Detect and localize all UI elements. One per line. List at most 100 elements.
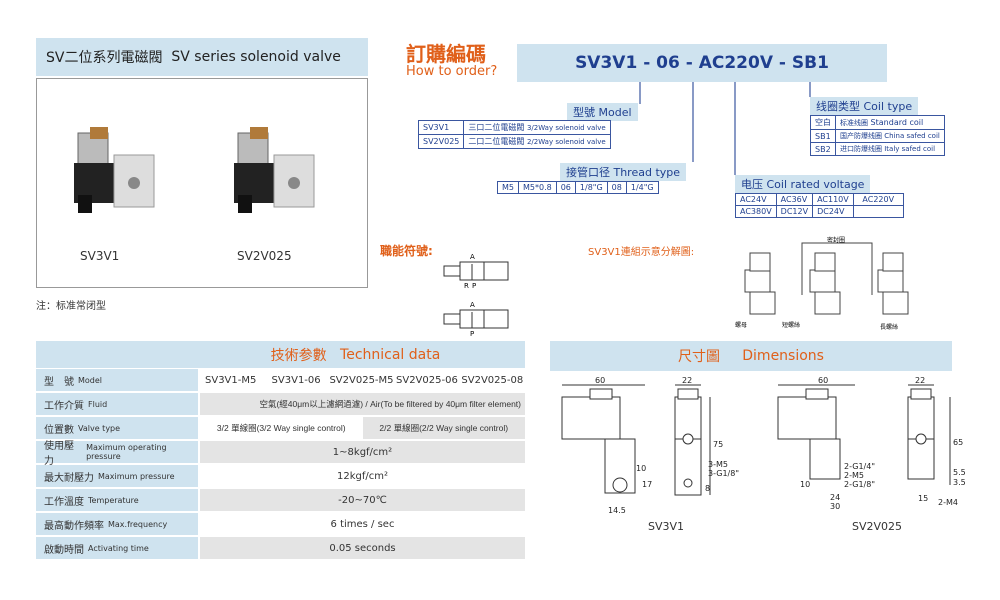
product-image-box bbox=[36, 78, 368, 288]
text-label: M5 bbox=[497, 181, 519, 194]
product-note: 注：标准常闭型 bbox=[36, 301, 106, 312]
text-label: 30 bbox=[830, 502, 840, 511]
port-label: P bbox=[470, 330, 474, 338]
text-label: 国产防爆线圈 bbox=[840, 132, 882, 140]
text-label: 空白 bbox=[810, 115, 836, 130]
text-label: 1/8"G bbox=[574, 181, 608, 194]
text-label: 3.5 bbox=[953, 478, 966, 487]
text-label: 3/2Way solenoid valve bbox=[526, 124, 606, 132]
text-label: 啟動時間 bbox=[44, 544, 84, 556]
product-header: SV二位系列電磁閥 SV series solenoid valve bbox=[36, 38, 368, 76]
text-label: SV2V025-08 bbox=[461, 374, 524, 386]
order-title-en: How to order? bbox=[406, 64, 498, 79]
text-label: 二口二位電磁閥 bbox=[468, 137, 525, 146]
text-label: Activating time bbox=[88, 543, 149, 553]
product-title-cn: SV二位系列電磁閥 bbox=[46, 50, 163, 66]
voltage-section-title: 电压 Coil rated voltage bbox=[735, 175, 871, 193]
exploded-view: 密封圈螺母 短螺絲長螺絲 bbox=[735, 236, 909, 331]
valve-photo-sv3v1 bbox=[74, 127, 155, 213]
model-label-sv3v1: SV3V1 bbox=[80, 249, 120, 263]
text-label: Max.frequency bbox=[108, 519, 168, 529]
text-label: 空氣(經40μm以上濾網過濾) / Air(To be filtered by … bbox=[200, 393, 525, 415]
text-label bbox=[852, 205, 904, 218]
text-label: China safed coil bbox=[884, 132, 940, 140]
text-label: 2-M5 bbox=[844, 471, 864, 480]
text-label: AC24V bbox=[735, 193, 777, 206]
valve-photo-sv2v025 bbox=[234, 127, 315, 213]
text-label: 标准线圈 bbox=[840, 118, 868, 127]
text-label: SB2 bbox=[810, 142, 836, 156]
text-label: SV3V1-M5 bbox=[205, 374, 257, 386]
order-code: SV3V1 - 06 - AC220V - SB1 bbox=[517, 44, 887, 82]
text-label: 3-M5 bbox=[708, 460, 728, 469]
text-label: 2-G1/8" bbox=[844, 480, 875, 489]
dimension-label-sv3v1: SV3V1 bbox=[648, 520, 685, 533]
text-label: 最高動作頻率 bbox=[44, 520, 104, 532]
exploded-title: SV3V1連組示意分解圖: bbox=[588, 247, 695, 258]
model-label-sv2v025: SV2V025 bbox=[237, 249, 292, 263]
tech-header: 技術参數 Technical data bbox=[36, 341, 525, 368]
port-label: A bbox=[470, 301, 475, 309]
valve-type-2-2: 2/2 單線圈(2/2 Way single control) bbox=[362, 417, 525, 439]
text-label: 0.05 seconds bbox=[200, 537, 525, 559]
text-label: 工作溫度 bbox=[44, 496, 84, 508]
thread-section-title: 接管口径 Thread type bbox=[560, 163, 687, 181]
text-label: 10 bbox=[800, 480, 810, 489]
text-label: 2/2Way solenoid valve bbox=[526, 138, 606, 146]
order-connector-lines bbox=[639, 82, 811, 175]
text-label: 15 bbox=[918, 494, 928, 503]
text-label: Standard coil bbox=[870, 117, 924, 127]
tech-title-cn: 技術参數 bbox=[270, 347, 327, 364]
tech-row: 啟動時間 Activating time 0.05 seconds bbox=[36, 537, 525, 561]
text-label: 2-M4 bbox=[938, 498, 958, 507]
text-label: 1~8kgf/cm² bbox=[200, 441, 525, 463]
product-title-en: SV series solenoid valve bbox=[171, 49, 341, 65]
text-label: 75 bbox=[713, 440, 723, 449]
text-label: 65 bbox=[953, 438, 963, 447]
text-label: Temperature bbox=[88, 495, 139, 505]
text-label: SV2V025-06 bbox=[396, 374, 458, 386]
coil-section-title: 线圈类型 Coil type bbox=[810, 97, 919, 115]
order-title-cn: 訂購編碼 bbox=[406, 42, 486, 66]
text-label: 2-G1/4" bbox=[844, 462, 875, 471]
model-code: SV3V1 bbox=[417, 120, 465, 135]
text-label: Maximum pressure bbox=[98, 471, 175, 481]
text-label: 三口二位電磁閥 bbox=[468, 123, 525, 132]
text-label: AC110V bbox=[812, 193, 854, 206]
text-label: Model bbox=[78, 375, 103, 385]
text-label: 螺母 bbox=[735, 321, 747, 329]
text-label: 型 號 bbox=[44, 376, 74, 388]
text-label: DC24V bbox=[812, 205, 854, 218]
port-label: R bbox=[464, 282, 469, 290]
text-label: 1/4"G bbox=[625, 181, 659, 194]
text-label: 06 bbox=[555, 181, 576, 194]
text-label: 密封圈 bbox=[827, 236, 845, 244]
text-label: 短螺絲 bbox=[782, 321, 800, 329]
text-label: AC380V bbox=[735, 205, 777, 218]
text-label: 8 bbox=[705, 484, 710, 493]
valve-type-3-2: 3/2 單線圈(3/2 Way single control) bbox=[216, 423, 346, 433]
text-label: AC36V bbox=[775, 193, 814, 206]
dimensions-header: 尺寸圖 Dimensions bbox=[550, 341, 952, 371]
dimension-label-sv2v025: SV2V025 bbox=[852, 520, 903, 533]
text-label: 5.5 bbox=[953, 468, 966, 477]
text-label: 进口防爆线圈 bbox=[840, 145, 882, 153]
text-label: Italy safed coil bbox=[884, 145, 936, 153]
text-label: 10 bbox=[636, 464, 646, 473]
text-label: 最大耐壓力 bbox=[44, 472, 94, 484]
model-section-title: 型號 Model bbox=[567, 103, 638, 121]
text-label: M5*0.8 bbox=[518, 181, 557, 194]
text-label: DC12V bbox=[775, 205, 814, 218]
dimension-drawing-sv2v025: 60 22 65 10 2-G1/4" 2-M5 2-G1/8" 24 30 1… bbox=[777, 376, 966, 511]
port-label: P bbox=[472, 282, 476, 290]
text-label: Valve type bbox=[78, 423, 121, 433]
